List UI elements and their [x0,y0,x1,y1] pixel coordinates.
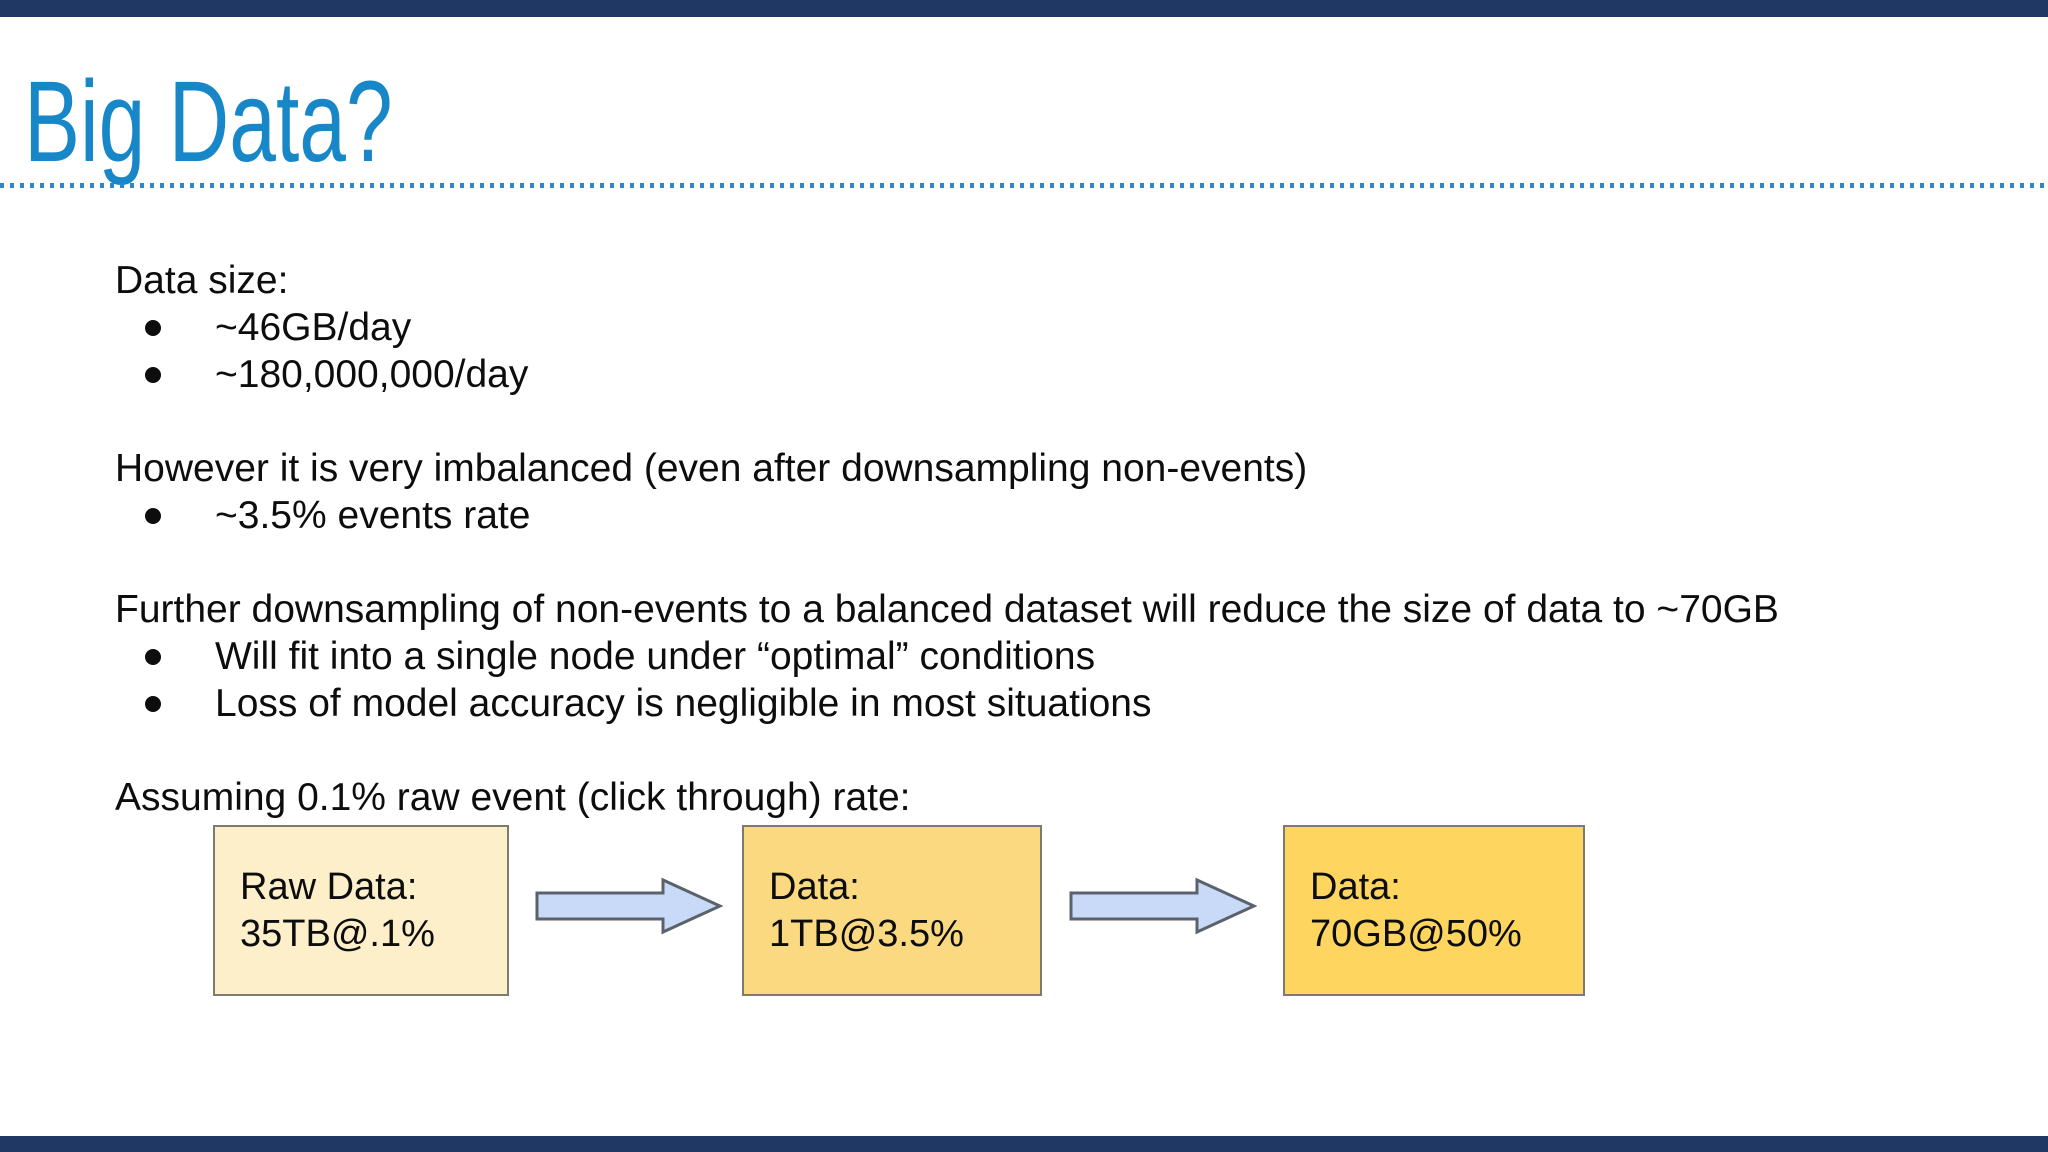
bullet-item: ~180,000,000/day [115,351,2015,398]
bullet-item: ~3.5% events rate [115,492,2015,539]
heading-imbalanced: However it is very imbalanced (even afte… [115,447,1308,490]
blank-line [115,539,2015,586]
bullet-item: ~46GB/day [115,304,2015,351]
heading-downsampling: Further downsampling of non-events to a … [115,588,1779,631]
flow-box-value: 70GB@50% [1310,912,1522,955]
heading-data-size: Data size: [115,259,289,302]
flow-box-value: 35TB@.1% [240,912,435,955]
top-theme-bar [0,0,2048,17]
arrow-right-icon [535,877,723,935]
slide-body-text: Data size: ~46GB/day ~180,000,000/day Ho… [115,257,2015,821]
flow-box-label: Raw Data: [240,865,418,908]
flow-box-raw-data: Raw Data: 35TB@.1% [213,825,509,996]
bullet-item: Will fit into a single node under “optim… [115,633,2015,680]
dotted-divider-line [0,183,2048,188]
bottom-theme-bar [0,1136,2048,1152]
flow-box-label: Data: [769,865,860,908]
flow-box-value: 1TB@3.5% [769,912,964,955]
heading-assuming-rate: Assuming 0.1% raw event (click through) … [115,776,911,819]
arrow-right-icon [1069,877,1257,935]
blank-line [115,727,2015,774]
flow-box-data-70gb: Data: 70GB@50% [1283,825,1585,996]
blank-line [115,398,2015,445]
bullet-item: Loss of model accuracy is negligible in … [115,680,2015,727]
page-title: Big Data? [24,58,393,186]
flow-box-data-1tb: Data: 1TB@3.5% [742,825,1042,996]
flow-box-label: Data: [1310,865,1401,908]
